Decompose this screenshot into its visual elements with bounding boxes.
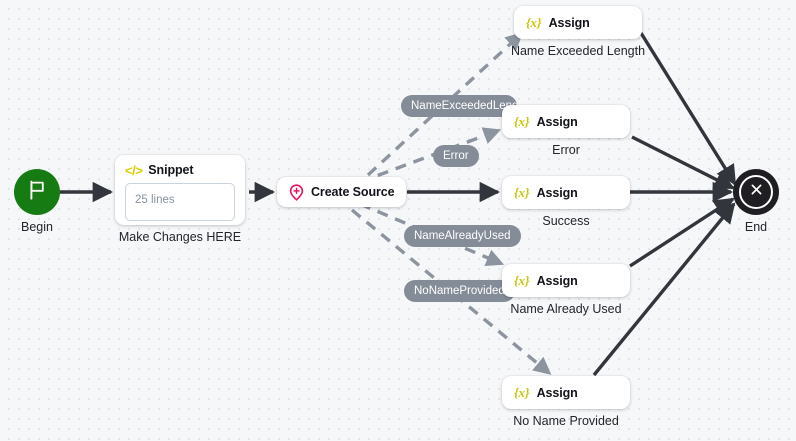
node-snippet[interactable]: </> Snippet 25 lines Make Changes HERE: [115, 155, 245, 244]
variable-icon: {x}: [526, 15, 542, 30]
close-x-icon: [750, 183, 763, 201]
edge-name-already-used: [359, 202, 505, 266]
begin-label: Begin: [21, 220, 53, 234]
assign-title: Assign: [536, 385, 578, 400]
assign-card[interactable]: {x} Assign: [502, 264, 630, 297]
variable-icon: {x}: [514, 273, 530, 288]
assign-card[interactable]: {x} Assign: [502, 105, 630, 138]
variable-icon: {x}: [514, 114, 530, 129]
edge-error-to-end: [631, 135, 735, 190]
chip-label: Error: [443, 150, 469, 162]
chip-name-already-used[interactable]: NameAlreadyUsed: [404, 225, 521, 247]
node-assign-name-already-used[interactable]: {x} Assign Name Already Used: [502, 264, 630, 316]
node-begin[interactable]: Begin: [14, 169, 60, 234]
end-label: End: [744, 220, 768, 234]
chip-no-name-provided[interactable]: NoNameProvided: [404, 280, 515, 302]
snippet-title: Snippet: [148, 163, 194, 177]
end-circle[interactable]: [733, 169, 779, 215]
snippet-header: </> Snippet: [125, 163, 235, 177]
assign-card[interactable]: {x} Assign: [502, 376, 630, 409]
variable-icon: {x}: [514, 185, 530, 200]
assign-card[interactable]: {x} Assign: [514, 6, 642, 39]
assign-title: Assign: [536, 185, 578, 200]
map-pin-plus-icon: [289, 183, 304, 201]
end-ring: [739, 175, 773, 209]
variable-icon: {x}: [514, 385, 530, 400]
assign-title: Assign: [548, 15, 590, 30]
node-assign-no-name-provided[interactable]: {x} Assign No Name Provided: [502, 376, 630, 428]
chip-name-exceeded-length[interactable]: NameExceededLength: [401, 95, 517, 117]
edge-no-name-provided: [350, 208, 552, 375]
assign-caption: Name Already Used: [510, 302, 622, 316]
create-source-title: Create Source: [311, 185, 395, 199]
snippet-line-count: 25 lines: [135, 194, 175, 206]
assign-caption: Name Exceeded Length: [510, 44, 646, 58]
node-assign-name-exceeded-length[interactable]: {x} Assign Name Exceeded Length: [511, 6, 645, 58]
node-assign-error[interactable]: {x} Assign Error: [502, 105, 630, 157]
assign-caption: No Name Provided: [513, 414, 619, 428]
chip-error[interactable]: Error: [433, 145, 479, 167]
node-assign-success[interactable]: {x} Assign Success: [502, 176, 630, 228]
edge-name-already-used-to-end: [629, 197, 735, 268]
snippet-card[interactable]: </> Snippet 25 lines: [115, 155, 245, 225]
assign-caption: Success: [542, 214, 590, 228]
edge-name-exceeded-to-end: [639, 32, 737, 186]
assign-title: Assign: [536, 273, 578, 288]
code-icon: </>: [125, 162, 143, 178]
node-create-source[interactable]: Create Source: [277, 177, 406, 207]
begin-circle[interactable]: [14, 169, 60, 215]
assign-caption: Error: [552, 143, 580, 157]
flag-icon: [28, 180, 47, 205]
chip-label: NameExceededLength: [411, 100, 517, 112]
create-source-card[interactable]: Create Source: [277, 177, 406, 207]
chip-label: NoNameProvided: [414, 285, 505, 297]
assign-title: Assign: [536, 114, 578, 129]
chip-label: NameAlreadyUsed: [414, 230, 511, 242]
edge-error: [359, 127, 502, 184]
snippet-caption: Make Changes HERE: [118, 230, 242, 244]
assign-card[interactable]: {x} Assign: [502, 176, 630, 209]
edge-no-name-provided-to-end: [592, 202, 736, 377]
snippet-body[interactable]: 25 lines: [125, 183, 235, 221]
node-end[interactable]: End: [733, 169, 779, 234]
